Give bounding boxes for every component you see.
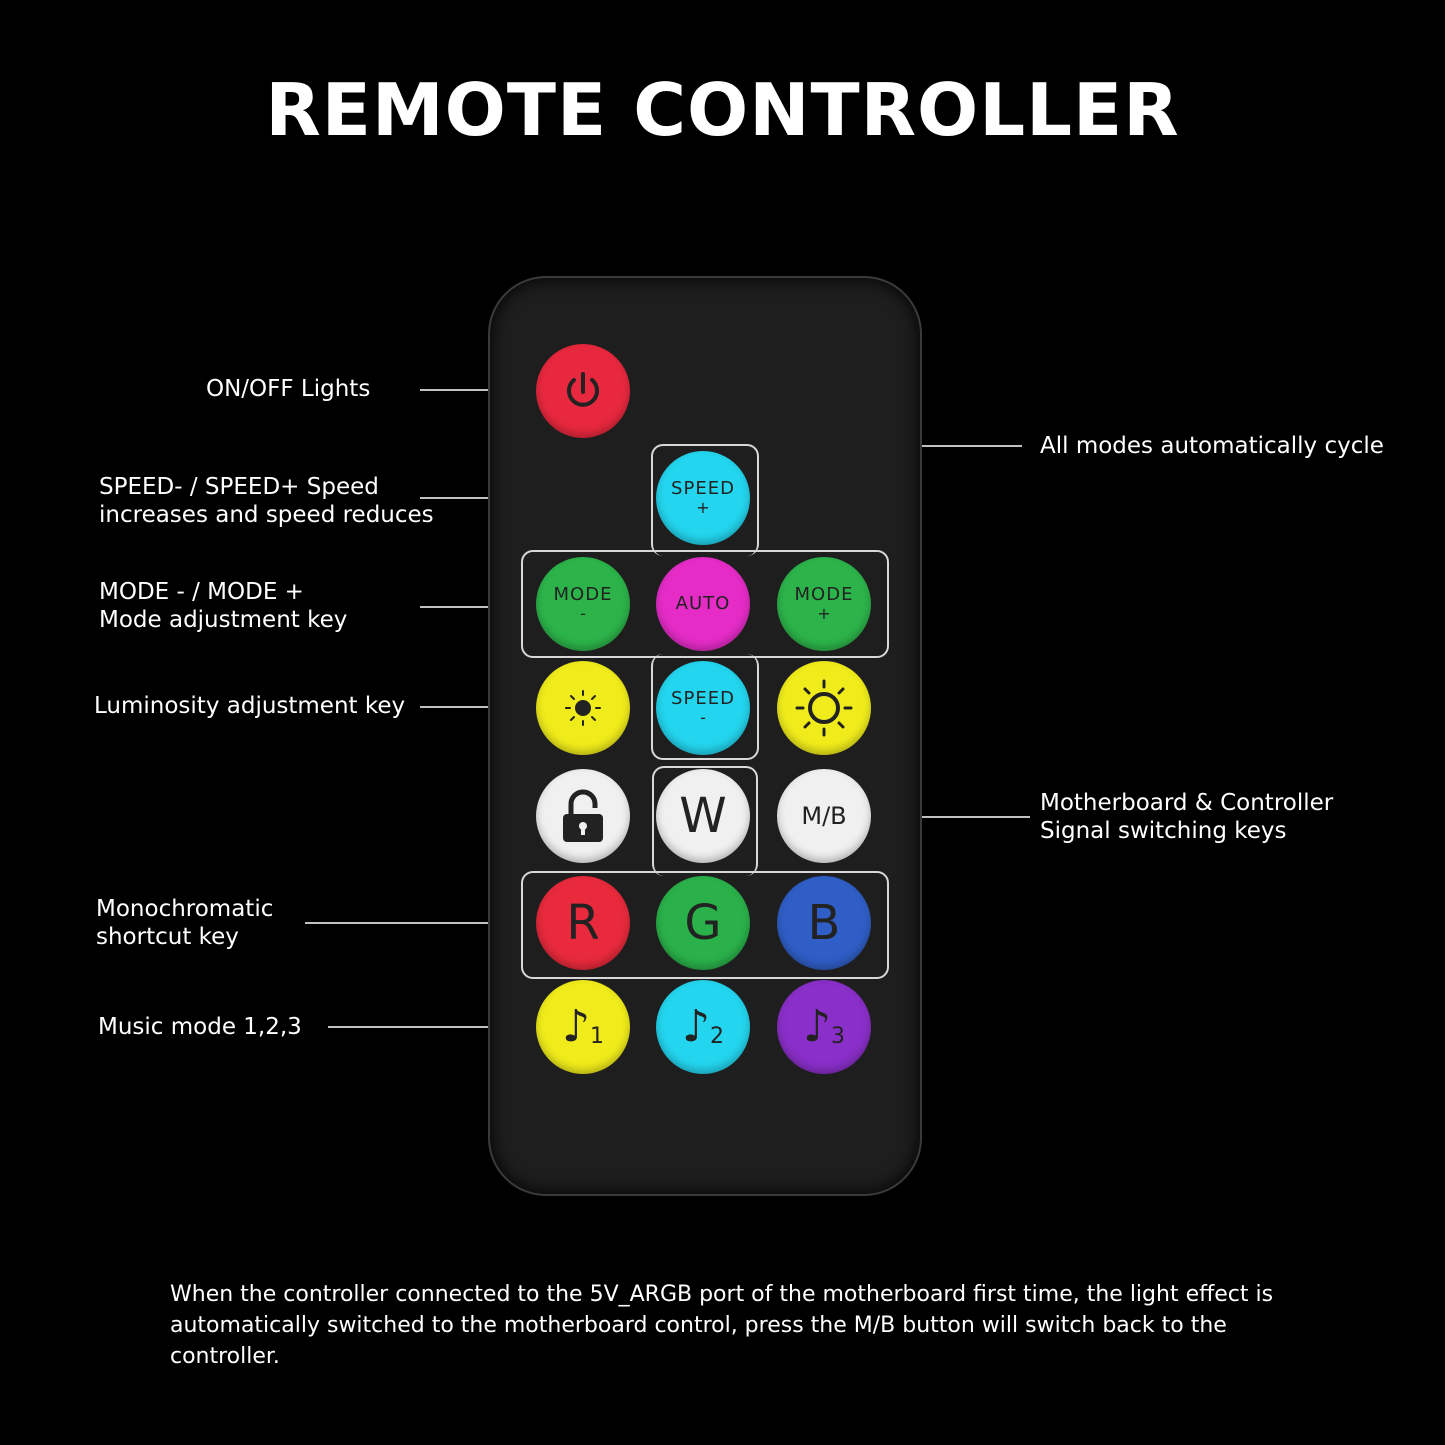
green-button[interactable]: G	[656, 876, 750, 970]
mb-button[interactable]: M/B	[777, 769, 871, 863]
lock-button[interactable]	[536, 769, 630, 863]
auto-label: AUTO	[675, 593, 731, 614]
speed-minus-button[interactable]: SPEED -	[656, 661, 750, 755]
label-mode-line2: Mode adjustment key	[99, 607, 348, 633]
label-onoff: ON/OFF Lights	[206, 376, 371, 402]
label-music: Music mode 1,2,3	[98, 1014, 302, 1040]
mode-plus-button[interactable]: MODE +	[777, 557, 871, 651]
brightness-down-button[interactable]	[536, 661, 630, 755]
mode-plus-line2: +	[817, 604, 831, 623]
speed-plus-button[interactable]: SPEED +	[656, 451, 750, 545]
frame-rgb-row	[521, 871, 889, 979]
green-label: G	[684, 895, 722, 951]
label-mode-line1: MODE - / MODE +	[99, 579, 304, 605]
power-button[interactable]	[536, 344, 630, 438]
music3-label: 3	[831, 1023, 846, 1049]
power-icon	[567, 372, 599, 407]
white-label: W	[679, 788, 727, 844]
label-mb-line2: Signal switching keys	[1040, 818, 1287, 844]
label-auto: All modes automatically cycle	[1040, 433, 1384, 459]
label-mode: MODE - / MODE + Mode adjustment key	[99, 578, 347, 634]
label-speed: SPEED- / SPEED+ Speed increases and spee…	[99, 473, 434, 529]
frame-mode-row	[521, 550, 889, 658]
mode-minus-button[interactable]: MODE -	[536, 557, 630, 651]
sun-small-icon	[565, 690, 601, 726]
music3-button[interactable]: ♪ 3	[777, 980, 871, 1074]
page-title: REMOTE CONTROLLER	[265, 68, 1180, 152]
red-label: R	[566, 895, 600, 951]
white-button[interactable]: W	[656, 769, 750, 863]
music-note-icon: ♪	[802, 1001, 832, 1052]
mode-minus-line1: MODE	[553, 584, 613, 605]
music2-button[interactable]: ♪ 2	[656, 980, 750, 1074]
music1-label: 1	[590, 1023, 605, 1049]
speed-minus-line2: -	[700, 708, 706, 727]
footer-note: When the controller connected to the 5V_…	[170, 1282, 1274, 1369]
music-note-icon: ♪	[561, 1001, 591, 1052]
music-note-icon: ♪	[681, 1001, 711, 1052]
mode-minus-line2: -	[580, 604, 586, 623]
sun-large-icon	[795, 679, 853, 737]
mb-label: M/B	[801, 802, 847, 830]
label-speed-line1: SPEED- / SPEED+ Speed	[99, 474, 379, 500]
label-mb-line1: Motherboard & Controller	[1040, 790, 1334, 816]
label-mono-line2: shortcut key	[96, 924, 239, 950]
red-button[interactable]: R	[536, 876, 630, 970]
label-mono-line1: Monochromatic	[96, 896, 274, 922]
speed-plus-line1: SPEED	[671, 478, 735, 499]
blue-label: B	[807, 895, 841, 951]
label-luminosity: Luminosity adjustment key	[94, 693, 406, 719]
label-mono: Monochromatic shortcut key	[96, 895, 273, 951]
speed-plus-line2: +	[696, 498, 710, 517]
mode-plus-line1: MODE	[794, 584, 854, 605]
music1-button[interactable]: ♪ 1	[536, 980, 630, 1074]
music2-label: 2	[710, 1023, 725, 1049]
blue-button[interactable]: B	[777, 876, 871, 970]
frame-speed-bottom	[651, 654, 759, 760]
auto-button[interactable]: AUTO	[656, 557, 750, 651]
frame-speed-top	[651, 444, 759, 556]
label-mb: Motherboard & Controller Signal switchin…	[1040, 789, 1333, 845]
brightness-up-button[interactable]	[777, 661, 871, 755]
speed-minus-line1: SPEED	[671, 688, 735, 709]
unlock-icon	[563, 789, 603, 842]
label-speed-line2: increases and speed reduces	[99, 502, 434, 528]
frame-w	[652, 766, 758, 876]
